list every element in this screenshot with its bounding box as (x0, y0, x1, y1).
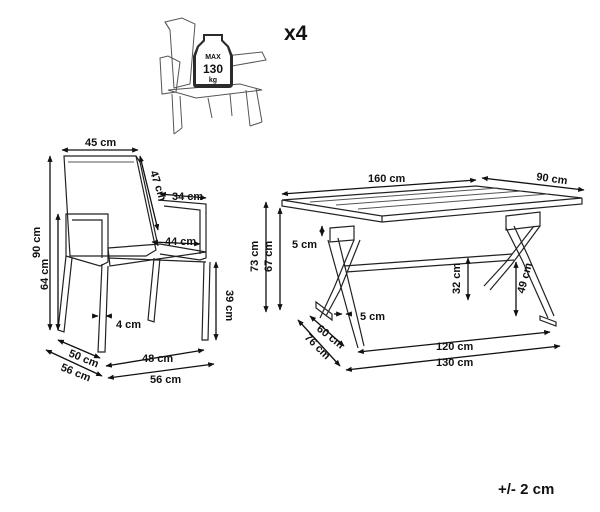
tolerance-note: +/- 2 cm (498, 481, 554, 498)
max-unit: kg (209, 77, 217, 84)
dim-arm-height: 64 cm (39, 259, 51, 290)
dim-top-thickness: 5 cm (292, 239, 317, 251)
dim-leg-offset: 4 cm (116, 319, 141, 331)
dim-under-height: 67 cm (263, 241, 275, 272)
dim-seat-height: 39 cm (223, 290, 235, 321)
max-weight-badge: MAX 130 kg (193, 34, 233, 88)
dim-table-height: 73 cm (249, 241, 261, 272)
dim-outer-length: 130 cm (436, 357, 474, 369)
dim-leg-width: 5 cm (360, 311, 385, 323)
dim-inner-length: 120 cm (436, 341, 474, 353)
dim-table-length: 160 cm (368, 173, 406, 185)
dim-frame-height: 32 cm (451, 263, 463, 294)
table-drawing (281, 185, 583, 349)
dim-top-width: 45 cm (85, 137, 116, 149)
dim-seat-inner: 44 cm (165, 236, 196, 248)
chair-drawing (57, 155, 211, 353)
dim-total-height: 90 cm (31, 227, 43, 258)
dim-armrest: 34 cm (172, 191, 203, 203)
quantity-label: x4 (284, 22, 308, 45)
dim-width-inner: 48 cm (142, 353, 173, 365)
dim-table-width: 90 cm (536, 171, 569, 187)
max-value: 130 (203, 62, 223, 76)
dim-width-outer: 56 cm (150, 374, 181, 386)
max-label: MAX (205, 54, 221, 61)
dim-leg-height: 49 cm (515, 261, 535, 294)
